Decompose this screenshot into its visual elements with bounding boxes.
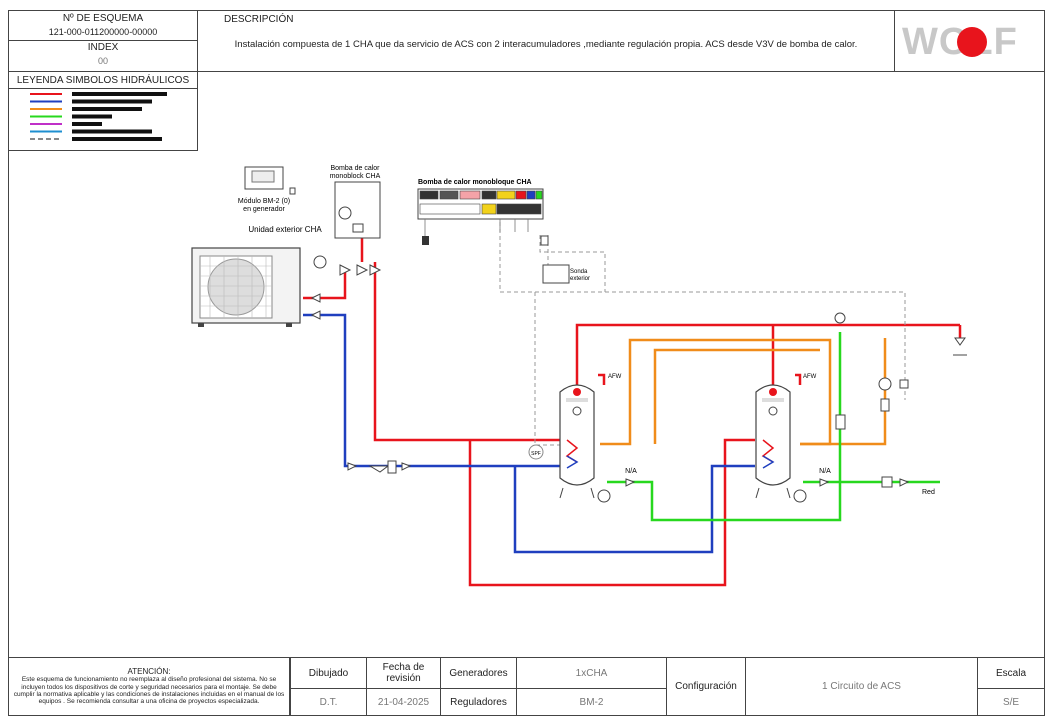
red-label: Red bbox=[922, 489, 935, 496]
wolf-logo: WOLF bbox=[902, 21, 1017, 62]
module-label-line1: Módulo BM-2 (0) bbox=[238, 198, 290, 205]
return-fittings bbox=[347, 460, 412, 474]
attention-cell: ATENCIÓN: Este esquema de funcionamiento… bbox=[8, 657, 290, 716]
index-divider bbox=[8, 40, 198, 41]
legend-title: LEYENDA SIMBOLOS HIDRÁULICOS bbox=[16, 75, 190, 86]
legend-title-divider bbox=[8, 88, 198, 89]
attention-title: ATENCIÓN: bbox=[127, 667, 171, 677]
sensor-label-line1: Sonda bbox=[570, 269, 588, 275]
outdoor-sensor bbox=[542, 264, 570, 284]
scale-label: Escala bbox=[977, 657, 1045, 689]
index-label: INDEX bbox=[87, 42, 119, 53]
dhw-tank-1 bbox=[528, 384, 611, 503]
date-value: 21-04-2025 bbox=[366, 688, 441, 716]
attention-text: Este esquema de funcionamiento no reempl… bbox=[13, 676, 285, 706]
dhw-tank-2 bbox=[755, 384, 807, 503]
scale-value: S/E bbox=[977, 688, 1045, 716]
description-text: Instalación compuesta de 1 CHA que da se… bbox=[234, 39, 858, 50]
cold-water-valves bbox=[625, 312, 910, 488]
scheme-number: 121-000-011200000-00000 bbox=[48, 27, 158, 37]
scheme-number-label: Nº DE ESQUEMA bbox=[62, 13, 144, 24]
outdoor-unit bbox=[191, 247, 301, 327]
orange-pipes bbox=[600, 338, 887, 446]
logo-block bbox=[894, 10, 1045, 72]
hp-label-line2: monoblock CHA bbox=[330, 173, 381, 180]
legend-bar-2 bbox=[72, 107, 142, 111]
afw-label-2: AFW bbox=[803, 374, 817, 380]
legend-bar-5 bbox=[72, 129, 152, 134]
legend-bar-0 bbox=[72, 92, 167, 96]
logo-red-dot bbox=[957, 27, 987, 57]
hydraulic-diagram: Unidad exterior CHA Módulo BM-2 (0) en g… bbox=[191, 165, 967, 587]
legend-bar-4 bbox=[72, 122, 102, 126]
module-label-line2: en generador bbox=[243, 206, 285, 213]
legend-block bbox=[8, 71, 198, 151]
legend-lines bbox=[30, 92, 167, 141]
generators-value: 1xCHA bbox=[516, 657, 667, 689]
na-label-1: N/A bbox=[625, 468, 637, 475]
config-value: 1 Circuito de ACS bbox=[745, 657, 978, 716]
date-label: Fecha de revisión bbox=[366, 657, 441, 689]
drawn-value: D.T. bbox=[290, 688, 367, 716]
drawn-label: Dibujado bbox=[290, 657, 367, 689]
regulators-value: BM-2 bbox=[516, 688, 667, 716]
legend-bar-6 bbox=[72, 137, 162, 141]
index-value: 00 bbox=[97, 56, 108, 66]
regulators-label: Reguladores bbox=[440, 688, 517, 716]
generators-label: Generadores bbox=[440, 657, 517, 689]
terminal-strip bbox=[417, 188, 549, 246]
config-label: Configuración bbox=[666, 657, 746, 716]
heat-pump-indoor bbox=[310, 181, 382, 320]
recirculation-group bbox=[878, 337, 967, 412]
afw-label-1: AFW bbox=[608, 374, 622, 380]
legend-bar-1 bbox=[72, 99, 152, 104]
sensor-label-line2: exterior bbox=[570, 276, 590, 282]
na-label-2: N/A bbox=[819, 468, 831, 475]
terminal-title: Bomba de calor monobloque CHA bbox=[418, 179, 532, 186]
red-pipes bbox=[303, 230, 962, 587]
description-label: DESCRIPCIÓN bbox=[224, 14, 294, 25]
hp-label-line1: Bomba de calor bbox=[330, 165, 380, 172]
blue-pipes bbox=[303, 313, 755, 554]
spf-label: SPF bbox=[531, 451, 541, 457]
bm2-module bbox=[244, 166, 296, 195]
legend-bar-3 bbox=[72, 114, 112, 119]
outdoor-unit-label: Unidad exterior CHA bbox=[248, 225, 322, 234]
